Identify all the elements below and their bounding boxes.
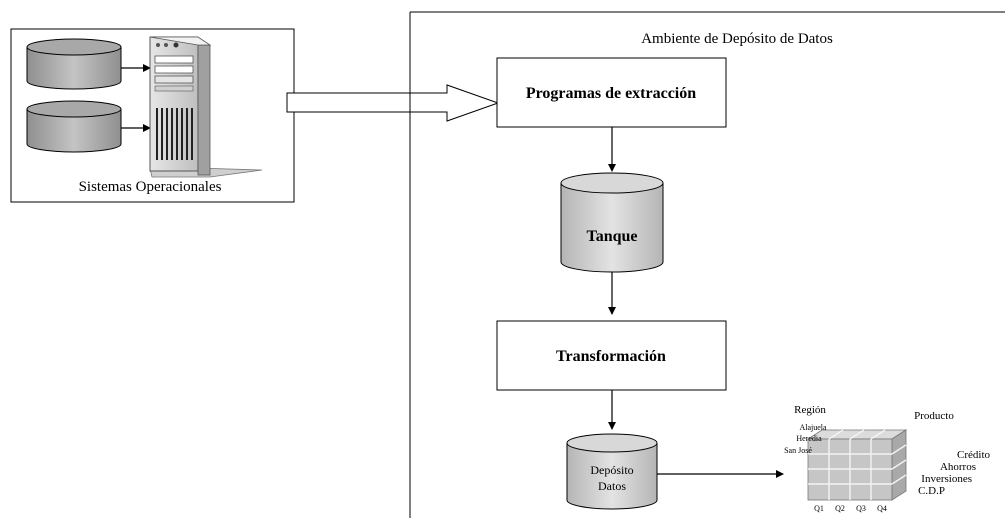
cube-product-label: Crédito [957,449,990,461]
tank-cylinder: Tanque [560,172,664,273]
server-tower-icon [149,36,263,178]
transformation-box: Transformación [496,320,727,391]
cube-region-title: Región [794,404,826,416]
flow-arrow-to-environment [286,84,500,122]
tank-label: Tanque [587,228,638,245]
olap-cube-icon [806,429,908,501]
cube-product-label: Ahorros [940,461,976,473]
cube-region-label: Alajuela [799,423,827,432]
transformation-label: Transformación [556,348,666,365]
warehouse-environment: Ambiente de Depósito de Datos [409,11,1005,518]
cube-region-label: Heredia [796,434,822,443]
cube-quarter-label: Q1 [814,504,824,513]
source-database-icon [26,38,122,90]
cube-product-label: C.D.P [918,485,945,497]
cube-product-title: Producto [914,410,954,422]
extraction-programs-box: Programas de extracción [496,57,727,128]
extraction-programs-label: Programas de extracción [526,85,696,102]
warehouse-label-line2: Datos [598,479,626,493]
cube-quarter-label: Q2 [835,504,845,513]
operational-systems-label: Sistemas Operacionales [79,179,222,195]
operational-systems-box: Sistemas Operacionales [10,28,295,203]
warehouse-cylinder: Depósito Datos [566,433,658,510]
source-database-icon [26,100,122,153]
cube-quarter-label: Q3 [856,504,866,513]
cube-quarter-label: Q4 [877,504,887,513]
cube-product-label: Inversiones [921,473,972,485]
warehouse-label-line1: Depósito [590,463,633,477]
cube-region-label: San José [784,446,812,455]
environment-title: Ambiente de Depósito de Datos [641,31,833,47]
